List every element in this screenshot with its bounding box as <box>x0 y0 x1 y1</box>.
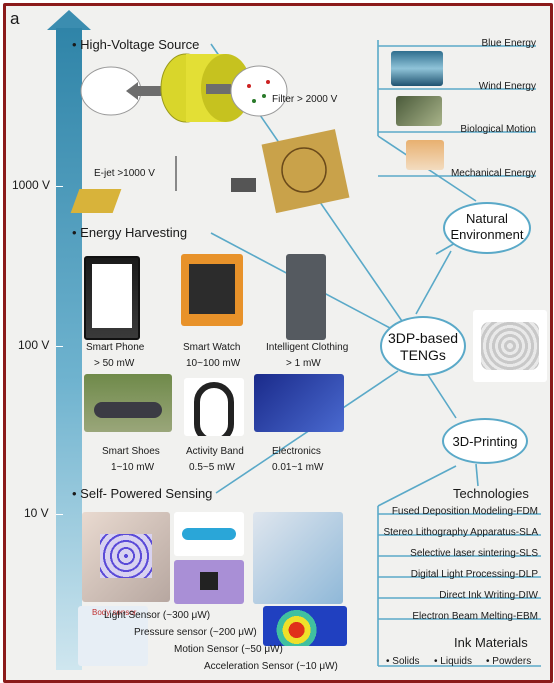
device-name: Electronics <box>272 446 321 457</box>
device-name: Smart Watch <box>183 342 241 353</box>
panel-label: a <box>10 9 20 28</box>
filter-label: Filter > 2000 V <box>272 94 338 105</box>
ink-item: • Solids <box>386 656 420 667</box>
printing-node: 3D-Printing <box>442 418 528 464</box>
sensor-label: Pressure sensor (~200 μW) <box>134 627 257 638</box>
sensor-label: Acceleration Sensor (~10 μW) <box>204 661 338 672</box>
ink-item: • Powders <box>486 656 532 667</box>
sensor-array-photo <box>82 512 170 602</box>
ink-label: Solids <box>392 656 420 667</box>
ink-item: • Liquids <box>434 656 472 667</box>
axis-arrowhead <box>47 10 91 30</box>
wind-photo <box>396 96 442 126</box>
device-power: > 1 mW <box>286 358 321 369</box>
section-high-voltage: • High-Voltage Source <box>72 37 200 52</box>
axis-tick-100 <box>56 346 63 347</box>
section-title: Energy Harvesting <box>80 225 188 240</box>
sensor-label: Light Sensor (~300 μW) <box>104 610 211 621</box>
device-power: > 50 mW <box>94 358 135 369</box>
axis-tick-10 <box>56 514 63 515</box>
electronics-photo <box>254 374 344 432</box>
sensor-label: Motion Sensor (~50 μW) <box>174 644 283 655</box>
device-name: Intelligent Clothing <box>266 342 349 353</box>
center-node: 3DP-based TENGs <box>380 316 466 376</box>
device-power: 10~100 mW <box>186 358 241 369</box>
axis-tick-label: 1000 V <box>12 178 51 192</box>
device-name: Smart Shoes <box>102 446 160 457</box>
device-name: Activity Band <box>186 446 244 457</box>
natural-environment-node: Natural Environment <box>443 202 531 254</box>
pressure-heatmap <box>263 606 347 646</box>
figure-frame: a 1000 V 100 V 10 V <box>3 3 553 683</box>
ink-materials-heading: Ink Materials <box>454 635 528 650</box>
finger-sensor-photo <box>174 512 244 556</box>
ink-label: Liquids <box>440 656 472 667</box>
device-power: 1~10 mW <box>111 462 155 473</box>
technology-item: Direct Ink Writing-DIW <box>439 590 538 601</box>
device-power: 0.5~5 mW <box>189 462 235 473</box>
wearable-sensor-photo <box>174 560 244 604</box>
ocean-wave-photo <box>391 51 443 86</box>
technology-item: Stereo Lithography Apparatus-SLA <box>383 527 538 538</box>
device-power: 0.01~1 mW <box>272 462 324 473</box>
axis-tick-label: 100 V <box>18 338 50 352</box>
natural-item: Biological Motion <box>460 124 536 135</box>
technology-item: Digital Light Processing-DLP <box>410 569 538 580</box>
technologies-heading: Technologies <box>453 486 529 501</box>
axis-tick-1000 <box>56 186 63 187</box>
technology-item: Electron Beam Melting-EBM <box>412 611 538 622</box>
filter-illustration <box>80 53 288 123</box>
ejet-illustration <box>70 129 350 214</box>
body-sensor-illustration: Body sensor <box>78 606 148 666</box>
section-energy-harvesting: • Energy Harvesting <box>72 225 188 240</box>
natural-item: Mechanical Energy <box>450 168 536 179</box>
smart-shoes-photo <box>84 374 172 432</box>
activity-band-photo <box>184 378 244 436</box>
technology-item: Selective laser sintering-SLS <box>410 548 538 559</box>
running-photo <box>406 140 444 170</box>
section-title: Self- Powered Sensing <box>80 486 213 501</box>
axis-tick-label: 10 V <box>24 506 49 520</box>
section-title: High-Voltage Source <box>80 37 200 52</box>
technology-item: Fused Deposition Modeling-FDM <box>391 506 538 517</box>
body-sensor-tag: Body sensor <box>92 608 137 617</box>
printed-lattice-photo <box>473 310 547 382</box>
section-sensing: • Self- Powered Sensing <box>72 486 213 501</box>
curved-sensor-photo <box>253 512 343 604</box>
device-name: Smart Phone <box>86 342 145 353</box>
ink-label: Powders <box>492 656 532 667</box>
natural-item: Blue Energy <box>481 38 536 49</box>
voltage-axis <box>56 28 82 670</box>
ejet-label: E-jet >1000 V <box>94 168 155 179</box>
high-voltage-illustrations <box>70 53 350 214</box>
natural-item: Wind Energy <box>478 81 536 92</box>
smart-phone-photo <box>84 256 140 340</box>
smart-watch-photo <box>181 254 243 326</box>
intelligent-clothing-photo <box>286 254 326 340</box>
